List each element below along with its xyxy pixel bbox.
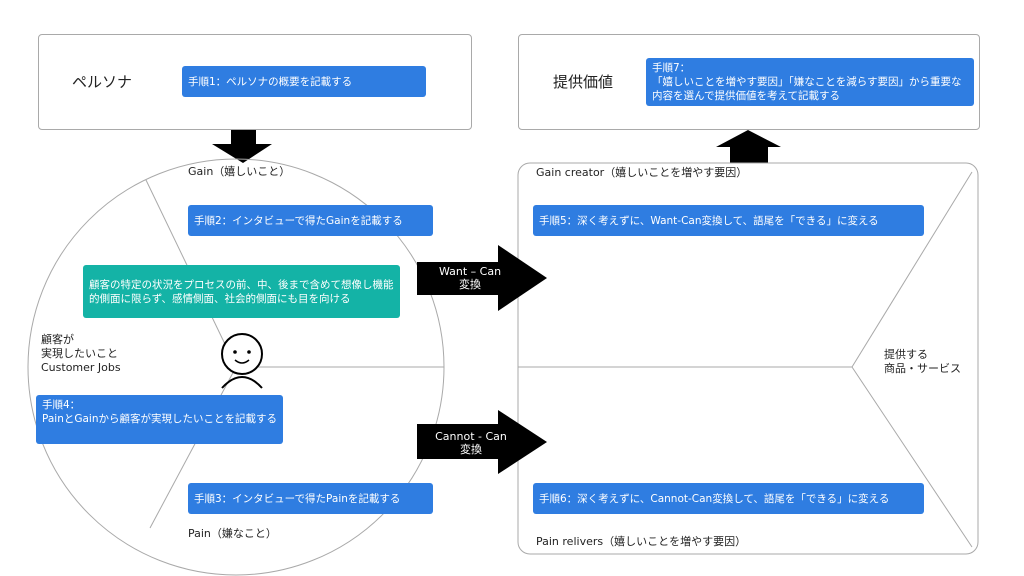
persona-title: ペルソナ bbox=[72, 73, 133, 91]
person-icon bbox=[221, 333, 263, 389]
step6-note: 手順6：深く考えずに、Cannot-Can変換して、語尾を「できる」に変える bbox=[533, 483, 924, 514]
value-map-divider-top bbox=[851, 171, 973, 368]
person-smile bbox=[234, 359, 250, 364]
value-title: 提供価値 bbox=[553, 73, 614, 91]
circle-divider-bottom bbox=[149, 366, 237, 529]
cannot-can-text: Cannot - Can 変換 bbox=[435, 430, 507, 456]
gain-creator-label: Gain creator（嬉しいことを増やす要因） bbox=[536, 166, 748, 179]
down-arrow bbox=[212, 130, 272, 163]
products-services-label: 提供する 商品・サービス bbox=[884, 348, 961, 375]
step2-note: 手順2：インタビューで得たGainを記載する bbox=[188, 205, 433, 236]
value-map-box bbox=[517, 162, 979, 555]
hint-note: 顧客の特定の状況をプロセスの前、中、後まで含めて想像し機能的側面に限らず、感情側… bbox=[83, 265, 400, 318]
step7-note: 手順7： 「嬉しいことを増やす要因」「嫌なことを減らす要因」から重要な内容を選ん… bbox=[646, 58, 974, 106]
step4-note: 手順4： PainとGainから顧客が実現したいことを記載する bbox=[36, 395, 283, 444]
cannot-can-arrow bbox=[417, 410, 547, 474]
step1-note: 手順1：ペルソナの概要を記載する bbox=[182, 66, 426, 97]
person-face bbox=[233, 350, 251, 354]
want-can-arrow bbox=[417, 245, 547, 311]
pain-relivers-label: Pain relivers（嬉しいことを増やす要因） bbox=[536, 535, 747, 548]
step5-note: 手順5：深く考えずに、Want-Can変換して、語尾を「できる」に変える bbox=[533, 205, 924, 236]
up-arrow bbox=[716, 130, 781, 163]
pain-label: Pain（嫌なこと） bbox=[188, 527, 277, 540]
want-can-text: Want – Can 変換 bbox=[438, 265, 502, 291]
value-map-divider-bottom bbox=[851, 366, 973, 548]
customer-jobs-label: 顧客が 実現したいこと Customer Jobs bbox=[41, 333, 121, 374]
gain-label: Gain（嬉しいこと） bbox=[188, 165, 291, 178]
step3-note: 手順3：インタビューで得たPainを記載する bbox=[188, 483, 433, 514]
